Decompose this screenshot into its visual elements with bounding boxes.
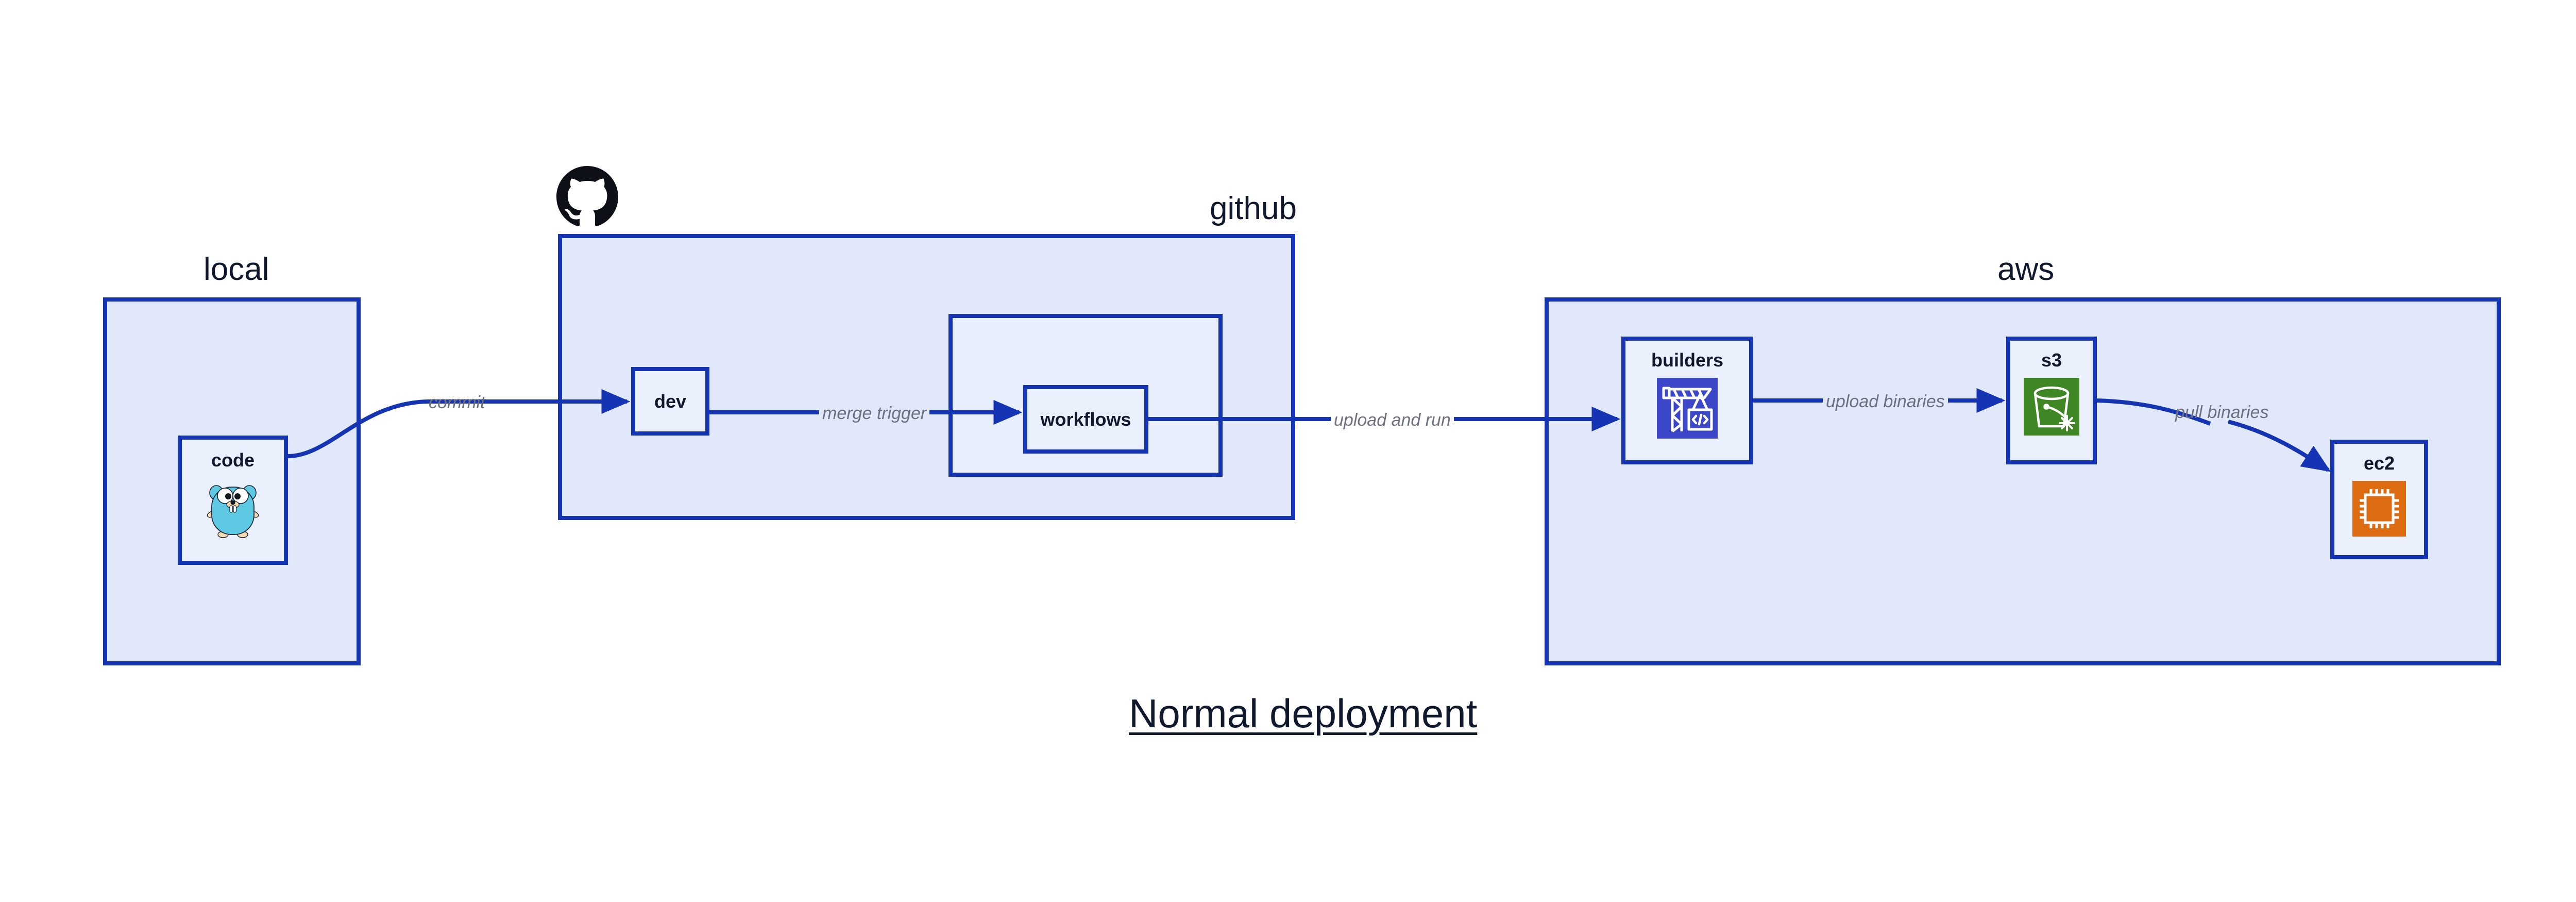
group-label-local: local <box>204 252 269 287</box>
group-label-aws: aws <box>1997 252 2055 287</box>
edge-label-pull-binaries: pull binaries <box>2175 403 2269 422</box>
github-octocat-icon <box>556 166 618 228</box>
diagram-title: Normal deployment <box>1129 691 1478 736</box>
node-ec2-label: ec2 <box>2363 453 2395 474</box>
aws-codebuild-icon <box>1657 378 1718 439</box>
node-workflows-label: workflows <box>1040 408 1131 430</box>
edge-label-commit: commit <box>429 393 485 412</box>
node-code-label: code <box>211 449 255 471</box>
node-ec2[interactable]: ec2 <box>2330 440 2428 559</box>
edge-label-upload-binaries: upload binaries <box>1823 393 1948 410</box>
node-workflows[interactable]: workflows <box>1023 385 1148 454</box>
node-s3[interactable]: s3 <box>2006 337 2097 464</box>
edge-label-merge-trigger: merge trigger <box>819 405 930 422</box>
node-code[interactable]: code <box>178 436 288 565</box>
go-gopher-icon <box>206 479 260 539</box>
node-dev[interactable]: dev <box>631 367 709 436</box>
edge-label-upload-and-run: upload and run <box>1331 411 1454 429</box>
group-label-github: github <box>1210 191 1297 226</box>
node-builders-label: builders <box>1651 349 1724 371</box>
aws-ec2-icon <box>2352 481 2406 537</box>
node-builders[interactable]: builders <box>1621 337 1753 464</box>
node-s3-label: s3 <box>2041 349 2062 371</box>
node-dev-label: dev <box>654 390 687 412</box>
aws-s3-icon <box>2024 378 2079 436</box>
